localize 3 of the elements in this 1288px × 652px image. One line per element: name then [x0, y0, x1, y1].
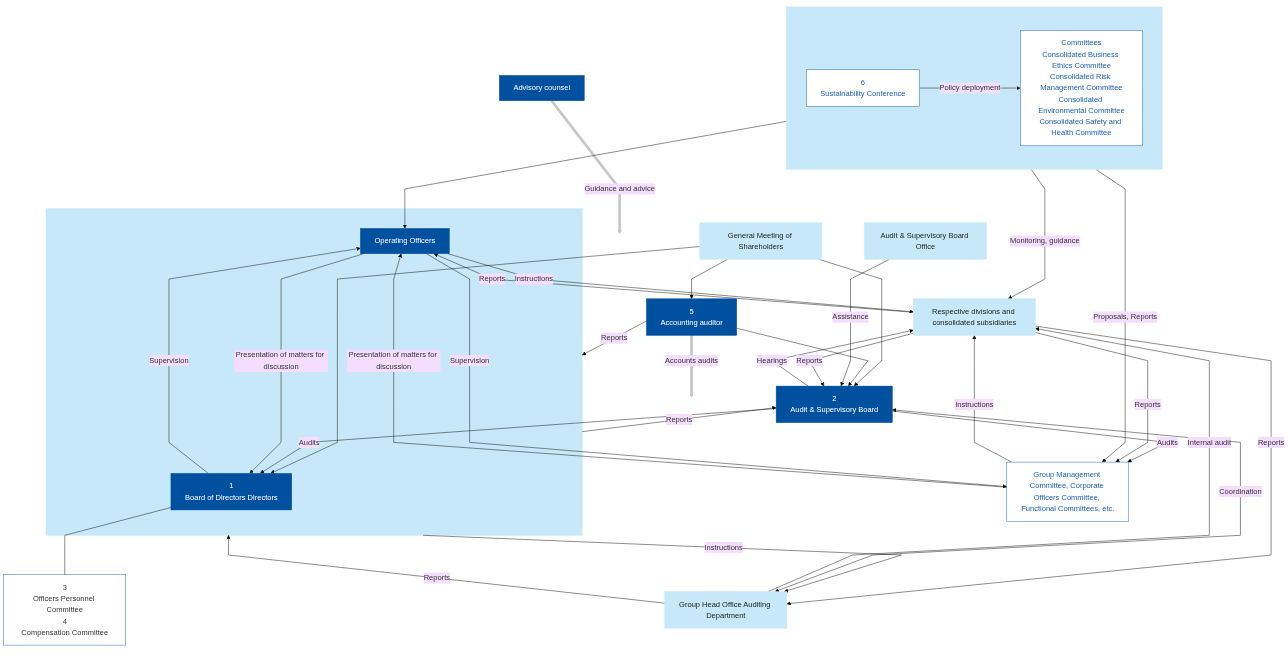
cluster	[786, 6, 1163, 170]
arrow	[550, 99, 622, 235]
cluster	[45, 208, 583, 536]
